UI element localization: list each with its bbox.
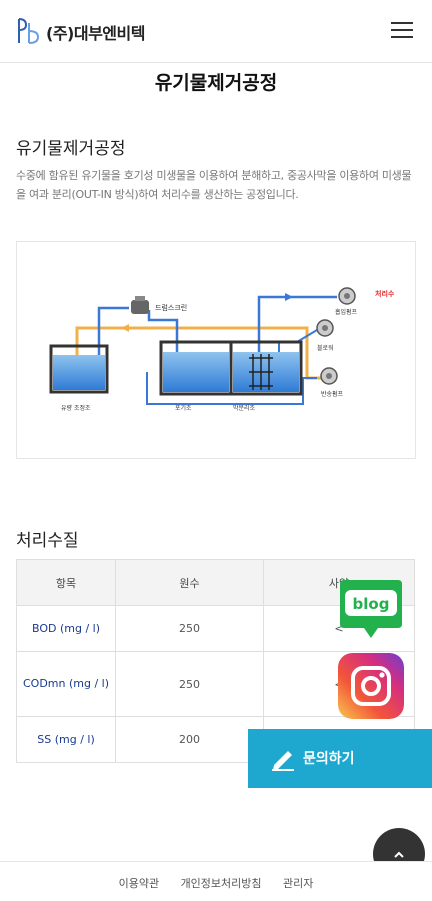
screen-to-aeration-line bbox=[147, 310, 179, 352]
equalization-tank bbox=[49, 344, 109, 394]
column-header: 항목 bbox=[16, 559, 116, 606]
table-cell-raw: 250 bbox=[115, 605, 264, 652]
bottom-return-line bbox=[146, 372, 317, 405]
table-cell-raw: 200 bbox=[115, 716, 264, 763]
membrane-module-icon bbox=[249, 354, 273, 390]
chevron-up-icon bbox=[394, 851, 404, 858]
page-title: 유기물제거공정 bbox=[154, 72, 278, 94]
svg-text:포기조: 포기조 bbox=[175, 404, 192, 412]
svg-text:유량 조정조: 유량 조정조 bbox=[61, 405, 91, 412]
svg-text:블로워: 블로워 bbox=[317, 344, 334, 352]
drum-screen-icon bbox=[131, 296, 149, 314]
contact-button-label: 문의하기 bbox=[303, 751, 355, 767]
footer-link-admin[interactable]: 관리자 bbox=[283, 877, 314, 890]
section-description: 수중에 함유된 유기물을 호기성 미생물을 이용하여 분해하고, 중공사막을 이… bbox=[16, 169, 412, 201]
site-header: (주)대부엔비텍 bbox=[0, 0, 432, 63]
company-logo-icon[interactable] bbox=[16, 17, 42, 45]
brand-name[interactable]: (주)대부엔비텍 bbox=[46, 24, 145, 43]
blog-button[interactable]: blog bbox=[338, 576, 404, 642]
process-diagram: 드럼스크린 처리수 흡입펌프 블로워 반송펌프 유량 조정조 포기조 막분리조 bbox=[16, 241, 416, 459]
footer-link-privacy[interactable]: 개인정보처리방침 bbox=[180, 877, 262, 890]
suction-pump-icon bbox=[338, 287, 356, 305]
instagram-icon bbox=[338, 653, 404, 719]
svg-text:흡입펌프: 흡입펌프 bbox=[335, 308, 358, 316]
footer-links: 이용약관 개인정보처리방침 관리자 bbox=[0, 875, 432, 891]
contact-button[interactable]: 문의하기 bbox=[248, 729, 432, 788]
membrane-tank bbox=[229, 340, 303, 396]
table-cell-raw: 250 bbox=[115, 651, 264, 717]
svg-text:처리수: 처리수 bbox=[375, 289, 395, 298]
svg-text:반송펌프: 반송펌프 bbox=[321, 390, 344, 398]
svg-text:blog: blog bbox=[353, 595, 390, 613]
section-heading: 유기물제거공정 bbox=[16, 139, 126, 159]
quality-heading: 처리수질 bbox=[16, 531, 79, 551]
instagram-button[interactable] bbox=[338, 653, 404, 719]
process-diagram-svg: 드럼스크린 처리수 흡입펌프 블로워 반송펌프 유량 조정조 포기조 막분리조 bbox=[49, 287, 395, 412]
blower-icon bbox=[316, 319, 334, 337]
table-cell-item: BOD (mg / l) bbox=[16, 605, 116, 652]
treated-water-line bbox=[257, 295, 337, 352]
inflow-line bbox=[97, 306, 129, 358]
svg-text:드럼스크린: 드럼스크린 bbox=[155, 303, 187, 312]
hamburger-menu-icon[interactable] bbox=[391, 22, 413, 40]
footer-link-terms[interactable]: 이용약관 bbox=[118, 877, 160, 890]
table-cell-item: SS (mg / l) bbox=[16, 716, 116, 763]
svg-text:막분리조: 막분리조 bbox=[233, 404, 256, 412]
table-cell-item: CODmn (mg / l) bbox=[16, 651, 116, 717]
pencil-icon bbox=[272, 751, 294, 771]
site-footer: 이용약관 개인정보처리방침 관리자 bbox=[0, 861, 432, 901]
column-header: 원수 bbox=[115, 559, 264, 606]
return-pump-icon bbox=[320, 367, 338, 385]
table-row: BOD (mg / l) 250 < bbox=[16, 605, 415, 652]
blog-icon: blog bbox=[340, 580, 402, 638]
